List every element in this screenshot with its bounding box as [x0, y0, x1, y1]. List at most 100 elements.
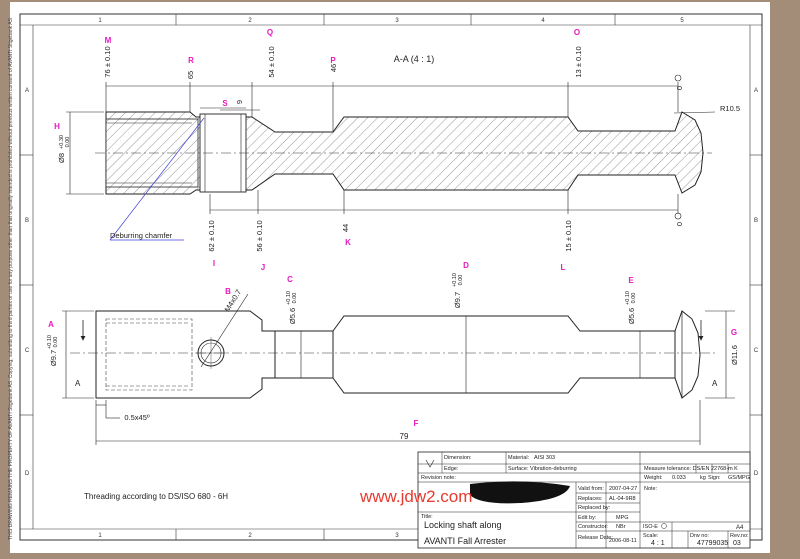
marker-o: O: [574, 28, 580, 37]
tb-revision-label: Revision note:: [421, 475, 456, 481]
dim-13: 13 ± 0.10: [574, 46, 583, 77]
grid-col-3-bottom: 3: [395, 533, 399, 539]
marker-k: K: [345, 238, 351, 247]
section-a-left: A: [75, 379, 81, 388]
grid-col-1: 1: [98, 18, 102, 24]
marker-h: H: [54, 122, 60, 131]
dim-dia8: Ø8: [57, 153, 66, 163]
tb-title-label: Title:: [421, 514, 433, 520]
grid-row-d: D: [25, 471, 30, 477]
marker-m: M: [105, 36, 112, 45]
tb-constructor: NBr: [616, 524, 626, 530]
grid-col-2: 2: [248, 18, 252, 24]
grid-row-a: A: [25, 88, 29, 94]
grid-col-1-bottom: 1: [98, 533, 102, 539]
tb-weight-unit: kg: [700, 475, 706, 481]
tb-replaces-label: Replaces:: [578, 496, 603, 502]
tb-sign-label: Sign:: [708, 475, 721, 481]
tb-valid-from: 2007-04-27: [609, 486, 637, 492]
grid-row-c: C: [25, 348, 30, 354]
dim-15: 15 ± 0.10: [564, 220, 573, 251]
section-title: A-A (4 : 1): [394, 54, 435, 64]
tb-edge-label: Edge:: [444, 466, 459, 472]
grid-row-a-right: A: [754, 88, 758, 94]
marker-j: J: [261, 263, 265, 272]
tb-weight: 0.033: [672, 475, 686, 481]
title-block: Dimension: Edge: Material: AISI 303 Surf…: [417, 451, 751, 549]
dim-dia11-6: Ø11.6: [730, 345, 739, 365]
tb-drawing-no: 47799035: [697, 540, 728, 547]
marker-d: D: [463, 261, 469, 270]
tb-replaced-by-label: Replaced by:: [578, 505, 611, 511]
marker-g: G: [731, 328, 737, 337]
tb-note-label: Note:: [644, 486, 658, 492]
dim-dia9-7-left-upper: +0.10: [47, 335, 53, 349]
section-a-right: A: [712, 379, 718, 388]
tb-drawing-no-label: Drw no:: [690, 533, 709, 539]
dim-9: 9: [235, 100, 244, 104]
property-notice: THIS DRAWING REMAINS THE PROPERTY OF AVA…: [8, 17, 14, 540]
marker-q: Q: [267, 28, 273, 37]
grid-row-d-right: D: [754, 471, 759, 477]
dim-dia5-6-e: Ø5.6: [627, 308, 636, 324]
dim-62: 62 ± 0.10: [207, 220, 216, 251]
dim-dia5-6-c-lower: 0.00: [292, 293, 298, 304]
marker-a: A: [48, 320, 54, 329]
tb-sign: GS/MPG: [728, 475, 750, 481]
projection-symbol-icon: [661, 523, 667, 529]
watermark-text: www.jdw2.com: [359, 487, 472, 506]
dim-dia9-7-mid: Ø9.7: [453, 292, 462, 308]
tb-projection: ISO-E: [643, 524, 658, 530]
grid-col-3: 3: [395, 18, 399, 24]
grid-col-5: 5: [680, 18, 684, 24]
tb-surface-label: Surface:: [508, 466, 529, 472]
tb-revision-no-label: Rev.no:: [730, 533, 749, 539]
surface-symbol-icon: [425, 459, 435, 468]
tb-constructor-label: Constructor:: [578, 524, 608, 530]
marker-e: E: [628, 276, 634, 285]
tb-revision-no: 03: [733, 540, 741, 547]
dim-dia9-7-left-lower: 0.00: [53, 337, 59, 348]
dim-r10-5: R10.5: [720, 104, 740, 113]
marker-l: L: [561, 263, 566, 272]
grid-col-2-bottom: 2: [248, 533, 252, 539]
dim-length-79: 79: [400, 432, 409, 441]
grid-row-c-right: C: [754, 348, 759, 354]
dim-56: 56 ± 0.10: [255, 220, 264, 251]
tb-edit-by: MPG: [616, 515, 629, 521]
drawing-frame: [19, 13, 763, 541]
tb-size: A4: [736, 525, 744, 531]
tb-scale: 4 : 1: [651, 540, 665, 547]
tb-surface: Vibration-deburring: [530, 466, 577, 472]
marker-p: P: [330, 56, 336, 65]
tb-title-line1: Locking shaft along: [424, 520, 502, 530]
grid-col-4: 4: [541, 18, 545, 24]
marker-f: F: [414, 419, 419, 428]
marker-b: B: [225, 287, 231, 296]
marker-s: S: [222, 99, 228, 108]
watermark: www.jdw2.com: [359, 481, 570, 506]
deburr-leader: [109, 117, 205, 241]
dim-76: 76 ± 0.10: [103, 46, 112, 77]
grid-row-b-right: B: [754, 218, 758, 224]
dim-44: 44: [341, 224, 350, 232]
tb-replaces: AL-04-9R8: [609, 496, 636, 502]
dim-zero-top: 0: [675, 86, 684, 90]
dim-dia9-7-mid-lower: 0.00: [458, 275, 464, 286]
tb-valid-from-label: Valid from:: [578, 486, 604, 492]
marker-r: R: [188, 56, 194, 65]
tb-dimension-label: Dimension:: [444, 455, 472, 461]
tb-material: AISI 303: [534, 455, 555, 461]
tb-tolerance: Measure tolerance: DS/EN 22768-m K: [644, 466, 738, 472]
section-view-a-a: A-A (4 : 1) 76 ± 0.10 65 54 ± 0.10 46 13…: [57, 46, 740, 251]
dim-46: 46: [329, 64, 338, 72]
marker-c: C: [287, 275, 293, 284]
dim-zero-bottom: 0: [675, 222, 684, 226]
dim-dia8-upper: +0.30: [59, 135, 65, 149]
dim-54: 54 ± 0.10: [267, 46, 276, 77]
tb-release: 2006-08-11: [609, 538, 637, 544]
tb-scale-label: Scale:: [643, 533, 659, 539]
dim-dia8-lower: 0.00: [65, 137, 71, 148]
tb-material-label: Material:: [508, 455, 530, 461]
